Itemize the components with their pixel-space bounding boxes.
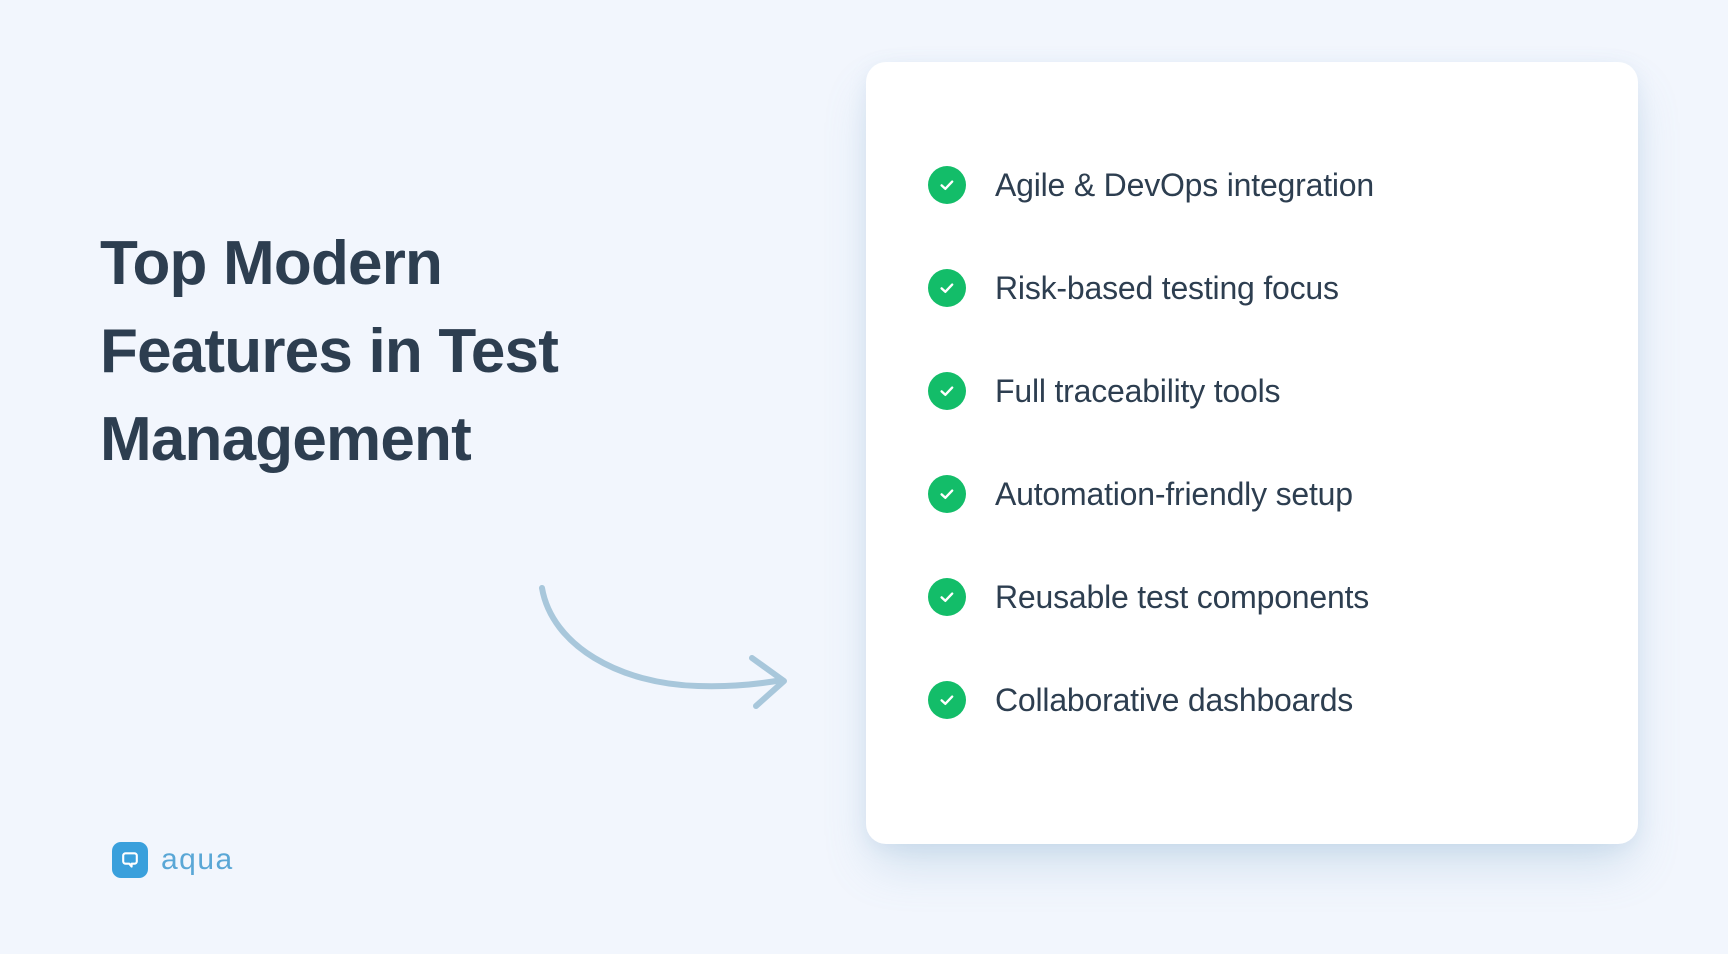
- list-item: Agile & DevOps integration: [928, 166, 1598, 204]
- feature-list: Agile & DevOps integration Risk-based te…: [928, 166, 1598, 719]
- list-item: Full traceability tools: [928, 372, 1598, 410]
- feature-label: Agile & DevOps integration: [995, 167, 1375, 203]
- curved-arrow-icon: [539, 585, 787, 709]
- check-icon: [940, 695, 954, 705]
- check-icon: [940, 283, 954, 293]
- feature-label: Risk-based testing focus: [995, 270, 1339, 306]
- curved-arrow: [430, 560, 790, 720]
- check-circle-icon: [928, 372, 966, 410]
- list-item: Collaborative dashboards: [928, 681, 1598, 719]
- check-icon: [940, 592, 954, 602]
- feature-label: Reusable test components: [995, 579, 1370, 615]
- list-item: Automation-friendly setup: [928, 475, 1598, 513]
- feature-label: Collaborative dashboards: [995, 682, 1354, 718]
- check-icon: [940, 180, 954, 190]
- check-circle-icon: [928, 269, 966, 307]
- aqua-logo-mark: [112, 842, 148, 878]
- check-icon: [940, 386, 954, 396]
- feature-label: Automation-friendly setup: [995, 476, 1353, 512]
- aqua-logo[interactable]: aqua: [112, 842, 234, 878]
- feature-label: Full traceability tools: [995, 373, 1281, 409]
- check-circle-icon: [928, 578, 966, 616]
- features-card: Agile & DevOps integration Risk-based te…: [866, 62, 1638, 844]
- list-item: Risk-based testing focus: [928, 269, 1598, 307]
- check-icon: [940, 489, 954, 499]
- aqua-wordmark: aqua: [161, 843, 234, 876]
- check-circle-icon: [928, 475, 966, 513]
- list-item: Reusable test components: [928, 578, 1598, 616]
- check-circle-icon: [928, 166, 966, 204]
- speech-bubble-q-icon: [122, 852, 138, 868]
- page-title: Top Modern Features in Test Management: [100, 228, 559, 474]
- left-column: Top Modern Features in Test Management a…: [100, 0, 787, 954]
- check-circle-icon: [928, 681, 966, 719]
